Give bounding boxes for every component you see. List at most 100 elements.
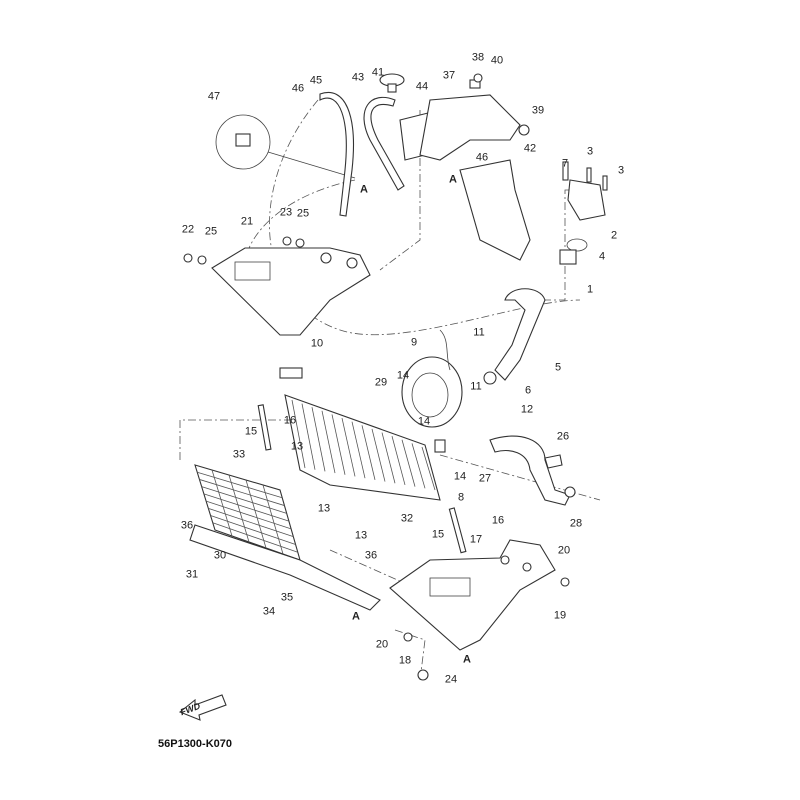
- routing-line: [439, 454, 601, 501]
- bleed-bolt-part: [562, 161, 569, 181]
- callout-25: 25: [296, 207, 310, 220]
- guard-bar: [245, 479, 267, 549]
- callout-7: 7: [561, 157, 569, 170]
- callout-15: 15: [431, 528, 445, 541]
- callout-14: 14: [453, 470, 467, 483]
- guard-slat: [208, 507, 294, 538]
- callout-36: 36: [364, 549, 378, 562]
- grommet: [320, 252, 332, 264]
- callout-5: 5: [554, 361, 562, 374]
- radiator-fins: [291, 399, 436, 491]
- fan-wire: [439, 329, 451, 371]
- guard-slat: [199, 479, 285, 506]
- fan-part: [401, 356, 463, 428]
- hose-clamp-part: [564, 486, 576, 498]
- upper-hose-part: [494, 288, 546, 381]
- callout-26: 26: [556, 430, 570, 443]
- radiator-cap-part: [279, 367, 303, 379]
- guard-grid: [197, 469, 298, 555]
- radiator-fin: [391, 436, 406, 486]
- reservoir-hose-part: [363, 96, 405, 191]
- callout-16: 16: [283, 414, 297, 427]
- callout-27: 27: [478, 472, 492, 485]
- routing-line: [269, 99, 581, 336]
- reference-marker-a: A: [463, 653, 471, 666]
- leader-line: [267, 151, 356, 179]
- callout-3: 3: [586, 145, 594, 158]
- guard-bracket: [189, 524, 381, 611]
- callout-12: 12: [520, 403, 534, 416]
- thermostat-cover-part: [567, 179, 606, 221]
- callout-36: 36: [180, 519, 194, 532]
- screw-part: [282, 236, 292, 246]
- callout-11: 11: [470, 380, 482, 393]
- callout-47: 47: [207, 90, 221, 103]
- clamp-part: [434, 439, 446, 453]
- callout-13: 13: [290, 440, 304, 453]
- grommet: [346, 257, 358, 269]
- callout-29: 29: [374, 376, 388, 389]
- reference-marker-a: A: [360, 183, 368, 196]
- guard-bar: [228, 474, 250, 543]
- guard-slat: [197, 471, 283, 499]
- callout-41: 41: [371, 66, 385, 79]
- radiator-fin: [381, 432, 396, 484]
- radiator-fin: [291, 399, 306, 469]
- callout-34: 34: [262, 605, 276, 618]
- clip-detail-part: [235, 133, 251, 147]
- bolt-part: [586, 167, 592, 183]
- callout-46: 46: [291, 82, 305, 95]
- callout-37: 37: [442, 69, 456, 82]
- pipe-part: [257, 404, 272, 451]
- radiator-fin: [341, 417, 356, 477]
- callout-11: 11: [473, 326, 485, 339]
- washer-part: [403, 632, 413, 642]
- callout-25: 25: [204, 225, 218, 238]
- radiator-fin: [371, 428, 386, 482]
- callout-38: 38: [471, 51, 485, 64]
- callout-16: 16: [491, 514, 505, 527]
- routing-line: [520, 189, 585, 301]
- callout-45: 45: [309, 74, 323, 87]
- callout-28: 28: [569, 517, 583, 530]
- o-ring-part: [566, 238, 588, 252]
- cover-vent: [234, 261, 271, 281]
- stay-part: [459, 159, 531, 261]
- fwd-arrow-icon: [178, 694, 227, 721]
- washer-part: [560, 577, 570, 587]
- reference-marker-a: A: [449, 173, 457, 186]
- pipe-part: [448, 507, 467, 554]
- rivet-part: [417, 669, 429, 681]
- callout-2: 2: [610, 229, 618, 242]
- clamp-part: [544, 454, 563, 469]
- reference-marker-a: A: [352, 610, 360, 623]
- callout-20: 20: [375, 638, 389, 651]
- radiator-cover-right-part: [389, 539, 556, 651]
- callout-10: 10: [310, 337, 324, 350]
- diagram-code: 56P1300-K070: [158, 738, 233, 750]
- callout-24: 24: [444, 673, 458, 686]
- callout-8: 8: [457, 491, 465, 504]
- callout-43: 43: [351, 71, 365, 84]
- screw-part: [183, 253, 193, 263]
- radiator-fin: [331, 414, 346, 475]
- callout-46: 46: [475, 151, 489, 164]
- washer-part: [295, 238, 305, 248]
- fan-blades: [411, 372, 449, 418]
- bolt-part: [473, 73, 483, 83]
- cap-neck: [387, 83, 397, 93]
- radiator-cover-left-part: [211, 247, 371, 336]
- callout-13: 13: [317, 502, 331, 515]
- callout-6: 6: [524, 384, 532, 397]
- callout-20: 20: [557, 544, 571, 557]
- radiator-part: [284, 394, 441, 501]
- routing-line: [179, 419, 290, 460]
- callout-1: 1: [586, 283, 594, 296]
- detail-circle: [215, 114, 271, 170]
- callout-31: 31: [185, 568, 199, 581]
- callout-21: 21: [240, 215, 254, 228]
- reservoir-bracket-part: [419, 94, 521, 161]
- radiator-fin: [321, 410, 336, 474]
